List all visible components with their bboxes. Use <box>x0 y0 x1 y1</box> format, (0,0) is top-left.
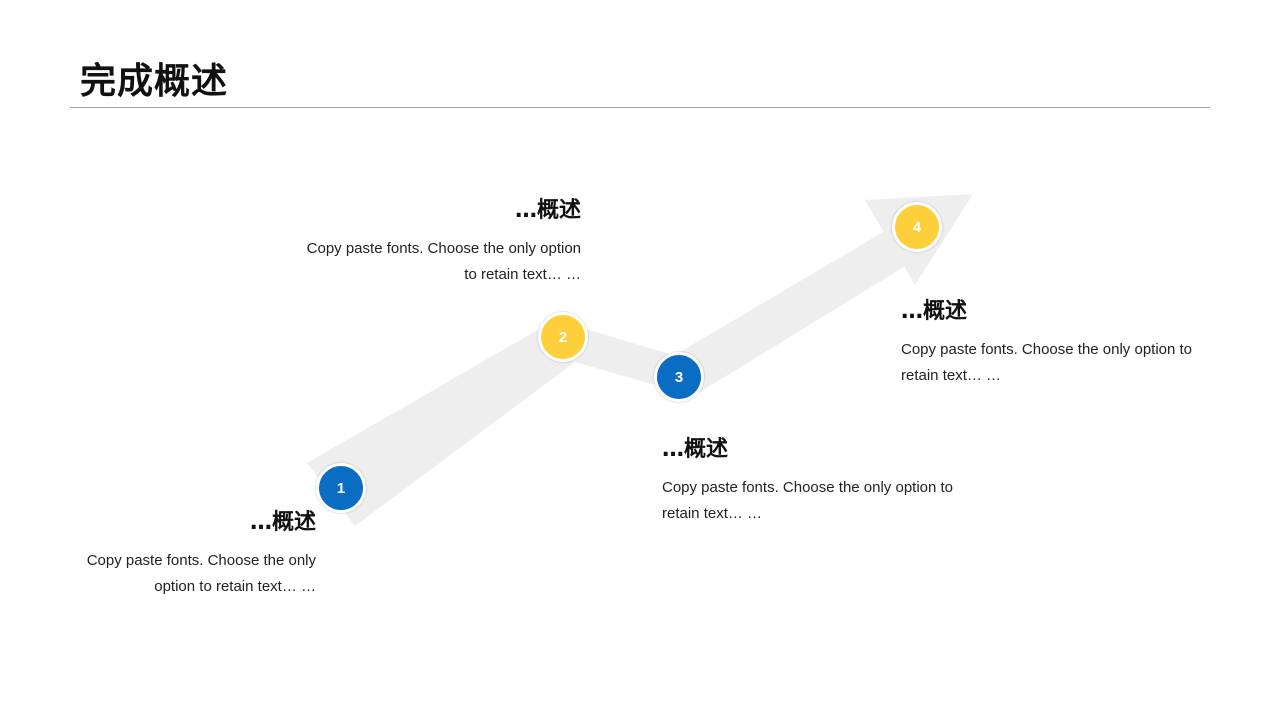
step-number: 3 <box>674 368 684 386</box>
step-text-2: …概述 Copy paste fonts. Choose the only op… <box>301 196 581 288</box>
step-number: 1 <box>336 479 346 497</box>
step-description: Copy paste fonts. Choose the only option… <box>901 341 1193 384</box>
step-description: Copy paste fonts. Choose the only option… <box>662 479 954 522</box>
arrow-band-1-2 <box>307 320 575 526</box>
arrow-band-3-4 <box>670 228 912 392</box>
step-number: 2 <box>558 328 568 346</box>
step-node-4: 4 <box>892 202 942 252</box>
step-description: Copy paste fonts. Choose the only option… <box>86 552 316 595</box>
step-heading: …概述 <box>514 198 581 223</box>
step-node-2: 2 <box>538 312 588 362</box>
step-text-4: …概述 Copy paste fonts. Choose the only op… <box>901 297 1193 389</box>
step-text-1: …概述 Copy paste fonts. Choose the only op… <box>86 508 316 600</box>
step-description: Copy paste fonts. Choose the only option… <box>306 240 581 283</box>
step-heading: …概述 <box>901 299 968 324</box>
page-title: 完成概述 <box>80 61 229 102</box>
step-text-3: …概述 Copy paste fonts. Choose the only op… <box>662 435 954 527</box>
step-node-3: 3 <box>654 352 704 402</box>
title-divider <box>70 107 1210 108</box>
step-heading: …概述 <box>249 510 316 535</box>
step-number: 4 <box>912 218 922 236</box>
step-heading: …概述 <box>662 437 729 462</box>
step-node-1: 1 <box>316 463 366 513</box>
